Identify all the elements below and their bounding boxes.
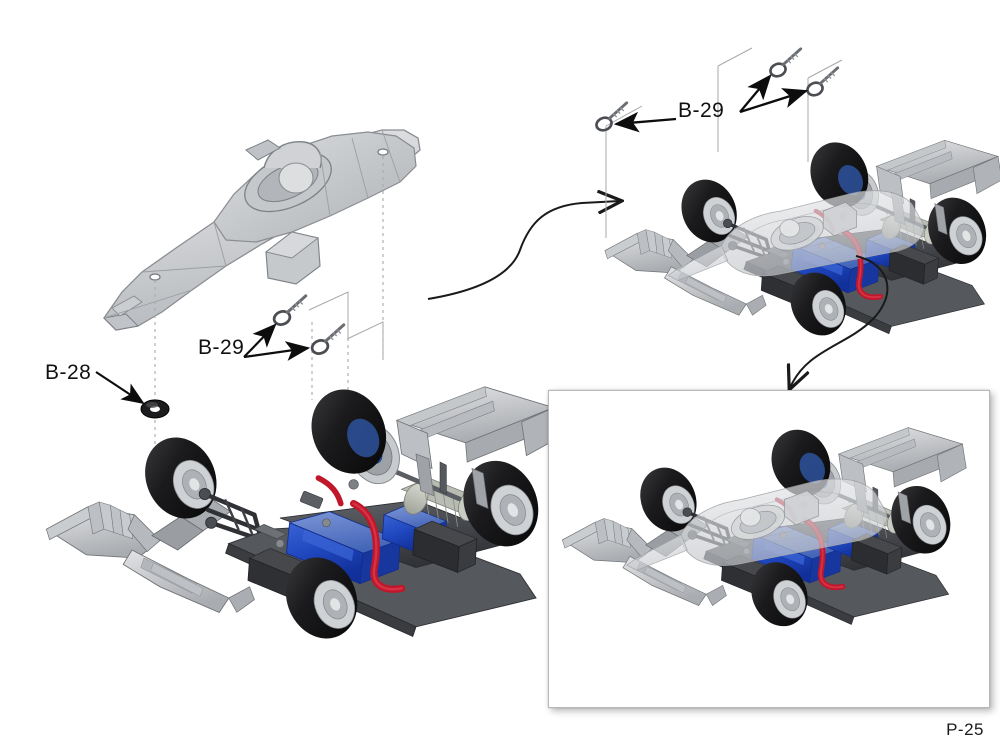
body-shell-figure bbox=[102, 129, 421, 331]
completed-car-illustration bbox=[549, 391, 989, 707]
chassis-with-body-step2 bbox=[605, 133, 1000, 344]
page-number: P-25 bbox=[946, 720, 984, 739]
flow-arrow-1 bbox=[427, 201, 620, 300]
flow-arrow-2 bbox=[790, 255, 889, 388]
completed-car-inset-frame bbox=[548, 390, 990, 708]
part-b29-clip-top-b bbox=[769, 47, 803, 78]
part-label-b29-left: B-29 bbox=[198, 336, 245, 359]
part-b29-clip-left-b bbox=[310, 323, 346, 355]
part-b29-clip-top-c bbox=[806, 66, 840, 97]
arrows-b29-top bbox=[613, 74, 809, 133]
body-mount-hole-front bbox=[149, 273, 161, 281]
part-b29-clip-top-a bbox=[595, 101, 629, 132]
arrow-b28 bbox=[95, 371, 145, 405]
chassis-assembly-main bbox=[46, 377, 558, 650]
arrows-b29-left bbox=[243, 323, 311, 361]
part-b28-oring bbox=[140, 399, 170, 419]
body-mount-hole-rear bbox=[377, 148, 389, 156]
part-label-b28: B-28 bbox=[45, 361, 92, 384]
part-label-b29-top: B-29 bbox=[678, 99, 725, 122]
part-b29-clip-left-a bbox=[272, 294, 308, 326]
